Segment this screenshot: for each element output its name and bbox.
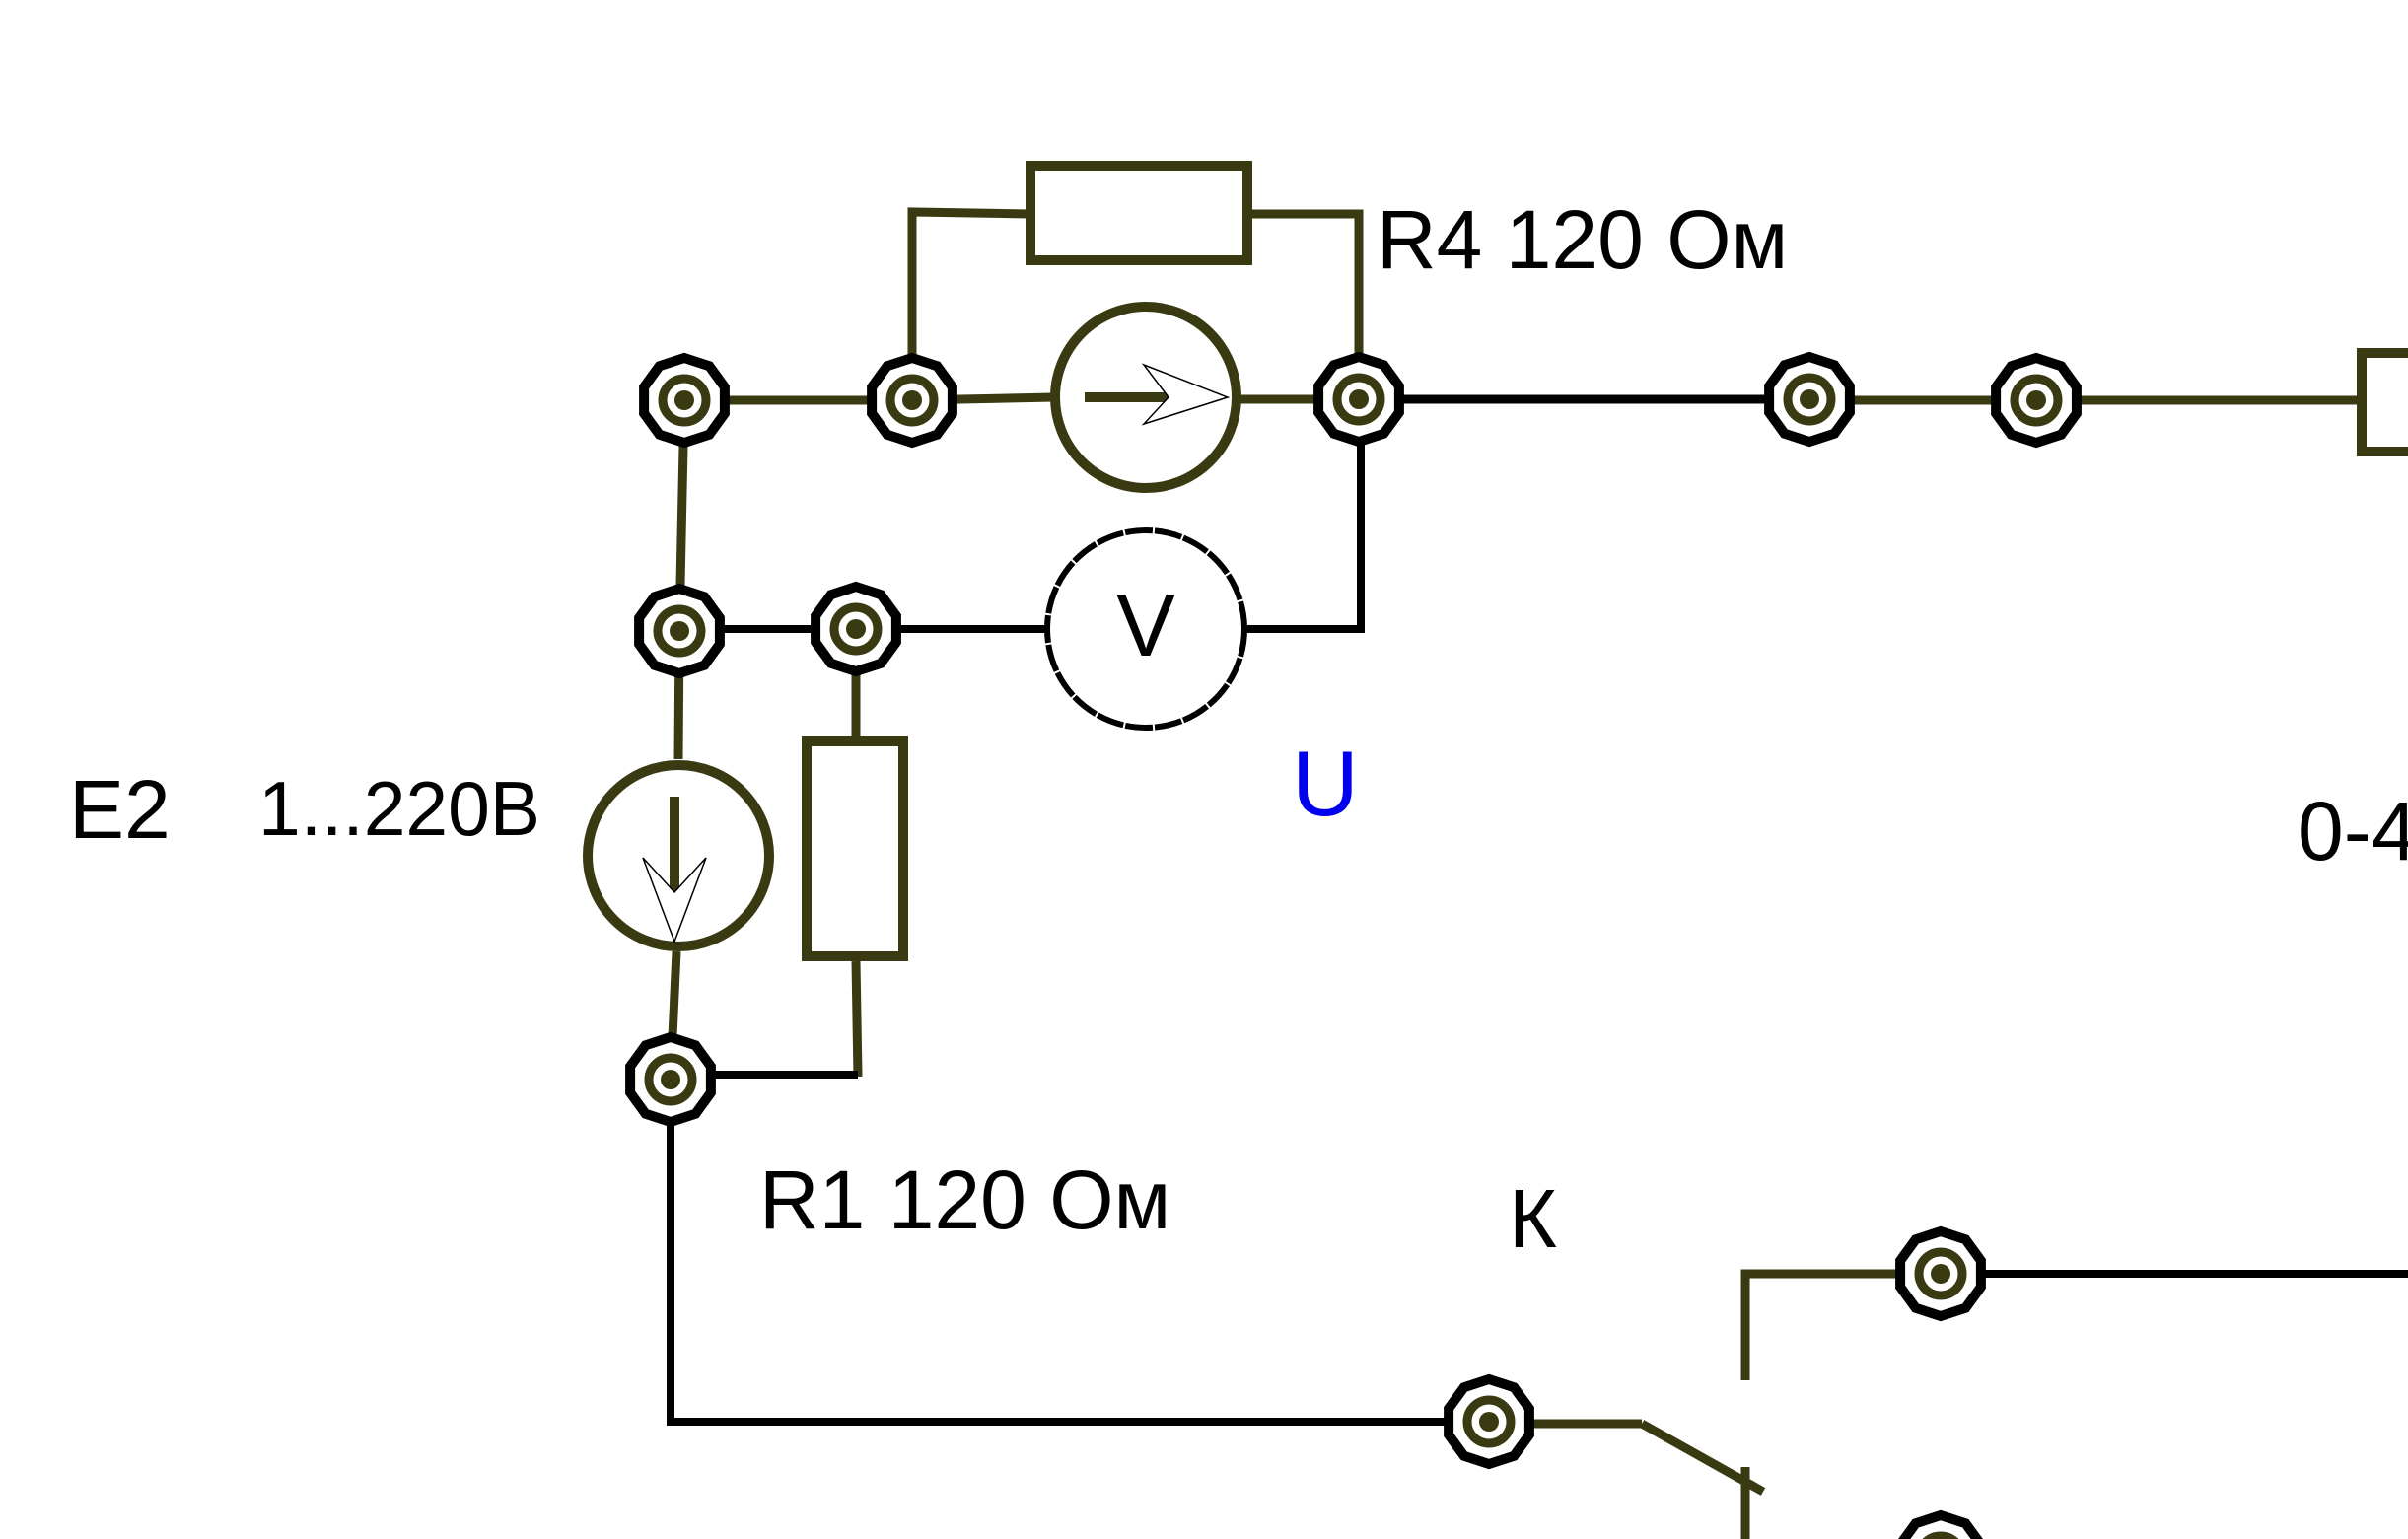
terminal-f [634, 583, 725, 679]
e2-source-symbol [583, 760, 774, 951]
terminal-d [1764, 351, 1855, 448]
terminal-inner-ring [1922, 1531, 1959, 1539]
voltmeter-circle [1044, 527, 1247, 731]
voltage-label: U [1292, 732, 1359, 835]
terminal-b [867, 352, 957, 449]
e2-circle [583, 760, 774, 951]
terminal-center-dot [1931, 1264, 1950, 1284]
terminal-j [1895, 1225, 1986, 1322]
wire-r4-left [907, 207, 1031, 394]
e2-range-label: 1...220В [258, 765, 540, 852]
resistor-r1 [802, 736, 908, 961]
ammeter-symbol [1050, 302, 1241, 493]
r4-label: R4 120 Ом [1377, 193, 1788, 286]
r1-label: R1 120 Ом [759, 1154, 1170, 1246]
terminal-i [1444, 1373, 1534, 1470]
right-edge-component [2357, 348, 2408, 456]
e2-arrow-head-icon [642, 857, 707, 944]
e2-name-label: E2 [69, 763, 171, 856]
terminal-center-dot [2026, 390, 2046, 410]
resistors [802, 161, 2408, 961]
terminal-outer-ring [1898, 1509, 1983, 1539]
terminal-k [1898, 1509, 1983, 1539]
wire-switch-upper [1740, 1269, 1941, 1380]
voltmeter [1044, 527, 1247, 731]
wire-bottom-loop [667, 1080, 1489, 1426]
terminal-a [639, 352, 730, 449]
right-range-label: 0-4 [2298, 785, 2408, 877]
terminal-center-dot [1800, 389, 1819, 409]
terminal-center-dot [674, 390, 694, 410]
ammeter-arrow-head-icon [1141, 363, 1231, 426]
ammeter-circle [1050, 302, 1241, 493]
wire-r1-bottom [851, 960, 863, 1078]
wire-voltmeter-right [1244, 399, 1365, 633]
terminal-center-dot [902, 390, 922, 410]
terminal-g [811, 581, 901, 677]
terminal-h [625, 1031, 716, 1128]
terminal-c [1313, 351, 1404, 448]
voltmeter-symbol-label: V [1116, 577, 1175, 675]
terminal-center-dot [1479, 1412, 1499, 1432]
terminal-center-dot [1349, 389, 1369, 409]
switch-label: К [1509, 1172, 1557, 1265]
terminal-center-dot [670, 621, 689, 641]
resistor-r4 [1026, 161, 1252, 265]
terminal-center-dot [846, 619, 866, 639]
labels: R4 120 Ом R1 120 Ом E2 1...220В V U К 0-… [69, 193, 2408, 1265]
terminals [625, 351, 2082, 1539]
wire-r4-right [1247, 209, 1364, 394]
terminal-center-dot [661, 1070, 680, 1089]
terminal-e [1991, 352, 2082, 449]
